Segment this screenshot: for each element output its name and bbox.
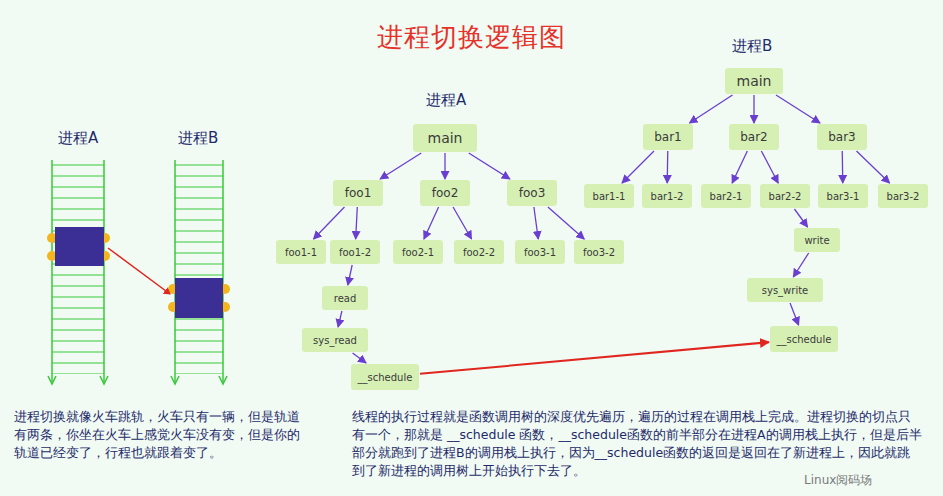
box-text: bar1-2	[651, 191, 684, 202]
jump-arrow	[108, 248, 170, 294]
box-text: foo2	[432, 186, 459, 200]
call-box: bar1-1	[584, 184, 634, 208]
call-arrow	[856, 151, 889, 183]
call-arrow	[667, 151, 669, 183]
call-arrow	[453, 207, 471, 239]
box-text: foo1	[345, 186, 372, 200]
call-box: foo3-2	[574, 240, 624, 264]
call-arrow	[690, 95, 733, 123]
call-arrow	[842, 151, 844, 183]
call-box: bar2-1	[701, 184, 751, 208]
call-box: main	[413, 124, 477, 152]
call-arrow	[444, 153, 445, 179]
process-label: 进程A	[426, 91, 466, 110]
call-box: bar3	[817, 124, 867, 150]
call-arrow	[622, 151, 654, 183]
call-box: sys_read	[302, 328, 368, 352]
box-text: __schedule	[777, 334, 832, 345]
process-label: 进程B	[178, 129, 218, 148]
box-text: bar2-2	[769, 191, 802, 202]
switch-arrow	[420, 342, 769, 374]
call-box: write	[794, 228, 840, 252]
box-text: foo3-2	[583, 247, 615, 258]
box-text: read	[334, 293, 357, 304]
call-arrow	[424, 207, 439, 239]
note-text: 进程切换就像火车跳轨，火车只有一辆，但是轨道有两条，你坐在火车上感觉火车没有变，…	[14, 408, 306, 462]
call-box: foo1	[333, 180, 383, 206]
call-box: bar2	[729, 124, 779, 150]
call-arrow	[314, 207, 345, 239]
box-text: foo3	[519, 186, 546, 200]
call-box: foo2-2	[454, 240, 504, 264]
call-arrow	[469, 153, 510, 179]
call-arrow	[338, 311, 342, 327]
call-arrow	[353, 353, 367, 363]
call-arrow	[790, 303, 799, 325]
box-text: foo2-1	[402, 247, 434, 258]
call-box: foo1-1	[276, 240, 326, 264]
call-box: __schedule	[351, 364, 419, 390]
call-box: bar1	[643, 124, 693, 150]
call-arrow	[534, 207, 538, 239]
call-box: foo3	[507, 180, 557, 206]
call-arrow	[548, 207, 584, 239]
process-label: 进程B	[732, 37, 772, 56]
call-box: bar2-2	[760, 184, 810, 208]
box-text: bar3	[828, 130, 856, 144]
box-text: main	[428, 130, 463, 146]
box-text: foo1-1	[285, 247, 317, 258]
ladder-b	[168, 160, 230, 384]
ladder-a	[47, 160, 110, 384]
box-text: write	[804, 235, 829, 246]
call-arrow	[732, 151, 747, 183]
call-box: __schedule	[770, 326, 838, 352]
box-text: bar3-1	[827, 191, 860, 202]
call-arrow	[776, 95, 820, 123]
box-text: main	[737, 73, 772, 89]
call-box: bar1-2	[642, 184, 692, 208]
box-text: bar2-1	[710, 191, 743, 202]
box-text: sys_write	[762, 285, 808, 296]
box-text: foo3-1	[524, 247, 556, 258]
box-text: foo1-2	[339, 247, 371, 258]
call-box: foo3-1	[515, 240, 565, 264]
note-text: 线程的执行过程就是函数调用树的深度优先遍历，遍历的过程在调用栈上完成。进程切换的…	[352, 408, 922, 480]
call-arrow	[356, 207, 358, 239]
call-arrow	[348, 265, 352, 285]
call-box: foo1-2	[330, 240, 380, 264]
watermark: Linux阅码场	[804, 472, 872, 489]
box-text: bar1-1	[593, 191, 626, 202]
call-arrow	[753, 95, 754, 123]
call-box: foo2	[420, 180, 470, 206]
call-box: main	[725, 68, 783, 94]
box-text: sys_read	[313, 335, 357, 346]
call-arrow	[761, 151, 778, 183]
call-arrow	[794, 209, 807, 227]
call-box: bar3-2	[878, 184, 928, 208]
call-box: foo2-1	[393, 240, 443, 264]
box-text: bar2	[740, 130, 768, 144]
call-box: read	[322, 286, 368, 310]
box-text: bar1	[654, 130, 682, 144]
process-label: 进程A	[58, 129, 98, 148]
box-text: bar3-2	[887, 191, 920, 202]
box-text: __schedule	[358, 372, 413, 383]
diagram-title: 进程切换逻辑图	[0, 20, 943, 55]
call-arrow	[380, 153, 421, 179]
call-box: bar3-1	[818, 184, 868, 208]
call-box: sys_write	[747, 278, 823, 302]
call-arrow	[793, 253, 808, 277]
box-text: foo2-2	[463, 247, 495, 258]
